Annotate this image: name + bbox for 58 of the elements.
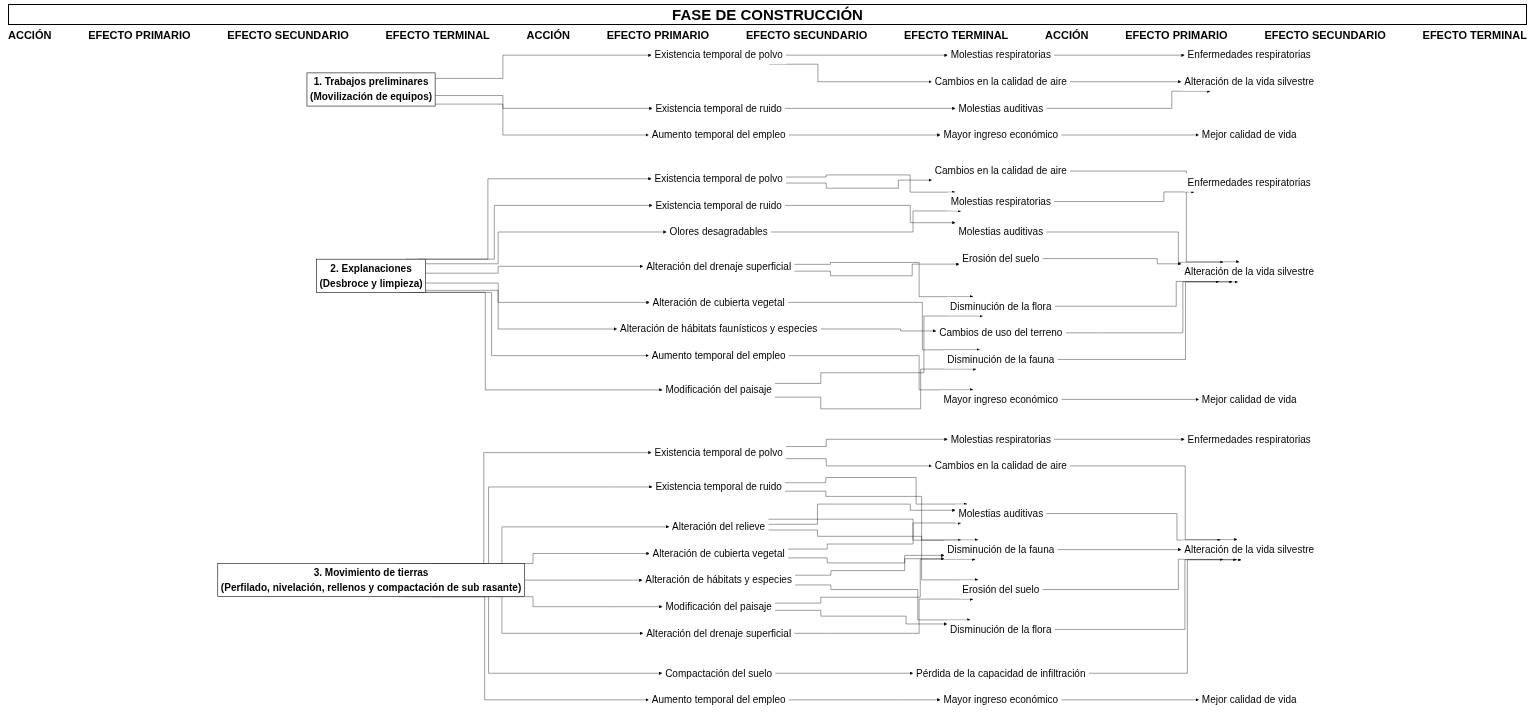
node-text: Mejor calidad de vida bbox=[1201, 129, 1297, 141]
node-text: Molestias auditivas bbox=[958, 226, 1044, 238]
node-text: Mejor calidad de vida bbox=[1201, 693, 1297, 706]
node-text: Molestias respiratorias bbox=[950, 49, 1051, 61]
column-heading: ACCIÓN bbox=[8, 29, 52, 41]
node-text: Alteración de hábitats y especies bbox=[645, 574, 792, 586]
column-heading: EFECTO SECUNDARIO bbox=[227, 29, 349, 41]
node-text: Compactación del suelo bbox=[665, 667, 773, 679]
node-text: Enfermedades respiratorias bbox=[1187, 433, 1311, 445]
node-text: Aumento temporal del empleo bbox=[651, 129, 786, 141]
node-text: Disminución de la flora bbox=[950, 623, 1052, 636]
column-heading: EFECTO PRIMARIO bbox=[606, 29, 710, 41]
column-heading: EFECTO SECUNDARIO bbox=[745, 29, 868, 41]
node-text: Molestias respiratorias bbox=[950, 195, 1051, 208]
node-box: 3. Movimiento de tierras (Perfilado, nivelación, rellenos y compactación de sub rasante) bbox=[217, 563, 525, 597]
column-heading: EFECTO PRIMARIO bbox=[1125, 29, 1228, 41]
node-text: Existencia temporal de polvo bbox=[654, 49, 783, 61]
node-text: Alteración de cubierta vegetal bbox=[652, 296, 785, 308]
column-heading: EFECTO TERMINAL bbox=[1422, 29, 1527, 41]
column-heading: EFECTO TERMINAL bbox=[385, 29, 490, 41]
node-text: Existencia temporal de ruido bbox=[655, 199, 782, 211]
node-text: Existencia temporal de ruido bbox=[655, 480, 782, 493]
node-text: Alteración del drenaje superficial bbox=[646, 260, 792, 272]
node-text: Aumento temporal del empleo bbox=[651, 349, 786, 362]
node-text: Existencia temporal de ruido bbox=[655, 102, 782, 114]
column-heading: EFECTO TERMINAL bbox=[904, 29, 1009, 41]
node-text: Cambios en la calidad de aire bbox=[934, 75, 1067, 88]
node-text: Modificación del paisaje bbox=[665, 600, 772, 613]
node-text: Aumento temporal del empleo bbox=[651, 693, 786, 706]
node-text: Olores desagradables bbox=[669, 226, 768, 238]
column-heading: EFECTO SECUNDARIO bbox=[1264, 29, 1386, 41]
column-heading: ACCIÓN bbox=[1045, 29, 1089, 41]
node-text: Modificación del paisaje bbox=[665, 383, 772, 396]
node-text: Alteración del relieve bbox=[672, 520, 766, 533]
node-text: Molestias auditivas bbox=[958, 507, 1044, 520]
node-text: Cambios en la calidad de aire bbox=[934, 459, 1067, 472]
node-text: Enfermedades respiratorias bbox=[1187, 49, 1311, 61]
node-text: Pérdida de la capacidad de infiltración bbox=[916, 667, 1086, 679]
node-text: Molestias auditivas bbox=[958, 102, 1044, 114]
column-heading: ACCIÓN bbox=[526, 29, 570, 41]
node-text: Molestias respiratorias bbox=[950, 433, 1051, 445]
column-heading: EFECTO PRIMARIO bbox=[88, 29, 191, 41]
node-text: Mejor calidad de vida bbox=[1201, 393, 1297, 405]
node-box: 1. Trabajos preliminares (Movilización de equipos) bbox=[306, 72, 436, 107]
node-text: Existencia temporal de polvo bbox=[654, 172, 783, 185]
node-box: 2. Explanaciones (Desbroce y limpieza) bbox=[316, 258, 426, 293]
node-text: Mayor ingreso económico bbox=[943, 393, 1059, 405]
node-text: Alteración de cubierta vegetal bbox=[652, 547, 785, 560]
diagram-title: FASE DE CONSTRUCCIÓN bbox=[8, 4, 1527, 25]
node-text: Alteración de la vida silvestre bbox=[1184, 75, 1315, 88]
node-text: Existencia temporal de polvo bbox=[654, 446, 783, 459]
node-text: Mayor ingreso económico bbox=[943, 129, 1059, 141]
node-text: Cambios de uso del terreno bbox=[939, 326, 1063, 339]
node-text: Alteración del drenaje superficial bbox=[646, 627, 792, 639]
node-text: Cambios en la calidad de aire bbox=[934, 165, 1067, 177]
node-text: Mayor ingreso económico bbox=[943, 693, 1059, 706]
node-text: Alteración de hábitats faunísticos y especies bbox=[619, 323, 818, 335]
node-text: Erosión del suelo bbox=[962, 252, 1040, 265]
